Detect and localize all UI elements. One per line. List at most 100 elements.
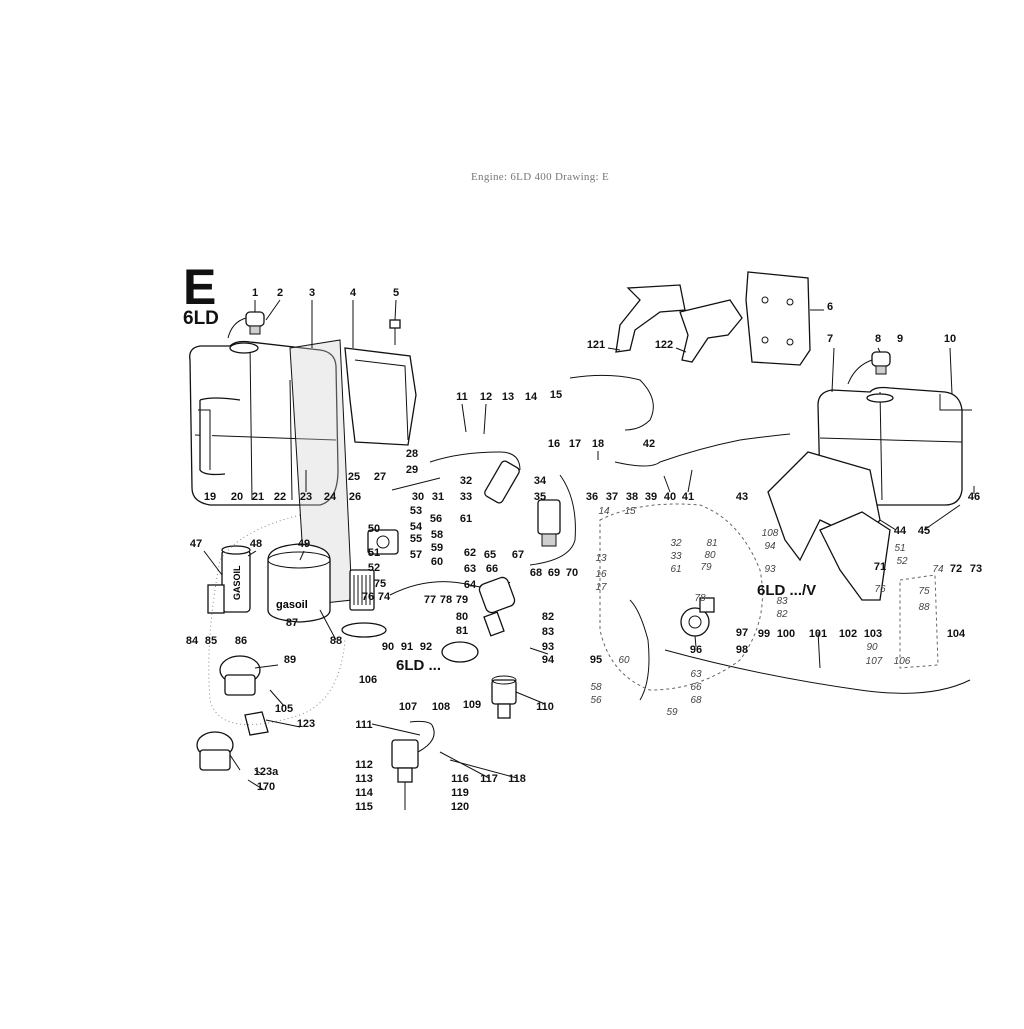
valve-96 bbox=[680, 597, 715, 637]
callout-88: 88 bbox=[330, 635, 342, 647]
leader-line-41 bbox=[687, 469, 693, 493]
fuel-hose-36 bbox=[529, 474, 576, 566]
ghost-callout-15: 15 bbox=[624, 506, 636, 517]
callout-101: 101 bbox=[809, 628, 827, 640]
leader-line-123a bbox=[254, 769, 265, 776]
leader-line-118 bbox=[449, 759, 518, 779]
callout-40: 40 bbox=[664, 491, 676, 503]
callout-57: 57 bbox=[410, 549, 422, 561]
callout-1: 1 bbox=[252, 287, 258, 299]
feed-pump-86-upper bbox=[219, 655, 279, 696]
ghost-callout-79: 79 bbox=[700, 562, 712, 573]
bracket-121 bbox=[615, 284, 686, 353]
filter-label-gasoil-canister: gasoil bbox=[276, 599, 308, 611]
callout-32: 32 bbox=[460, 475, 472, 487]
callout-35: 35 bbox=[534, 491, 546, 503]
leader-line-94 bbox=[529, 647, 549, 655]
callout-4: 4 bbox=[350, 287, 357, 299]
callout-51: 51 bbox=[368, 547, 380, 559]
ghost-callout-75: 75 bbox=[918, 586, 930, 597]
callout-65: 65 bbox=[484, 549, 496, 561]
fuel-hose-31 bbox=[429, 451, 521, 471]
callout-123: 123 bbox=[297, 718, 315, 730]
callout-114: 114 bbox=[355, 787, 374, 799]
ghost-callout-33: 33 bbox=[670, 551, 682, 562]
callout-86: 86 bbox=[235, 635, 247, 647]
ghost-callout-82: 82 bbox=[776, 609, 788, 620]
callout-43: 43 bbox=[736, 491, 748, 503]
callout-103: 103 bbox=[864, 628, 882, 640]
callout-27: 27 bbox=[374, 471, 386, 483]
callout-67: 67 bbox=[512, 549, 524, 561]
variant-label-right: 6LD .../V bbox=[757, 582, 817, 599]
callout-60: 60 bbox=[431, 556, 443, 568]
ghost-callout-59: 59 bbox=[666, 707, 678, 718]
ghost-callout-51: 51 bbox=[894, 543, 905, 554]
leader-line-12 bbox=[483, 403, 487, 435]
callout-54: 54 bbox=[410, 521, 423, 533]
ghost-callout-52: 52 bbox=[896, 556, 908, 567]
callout-34: 34 bbox=[534, 475, 547, 487]
fuel-pump-34 bbox=[537, 499, 561, 547]
callout-84: 84 bbox=[186, 635, 199, 647]
callout-123a: 123a bbox=[254, 766, 279, 778]
callout-38: 38 bbox=[626, 491, 638, 503]
leader-line-123 bbox=[265, 719, 301, 728]
callout-46: 46 bbox=[968, 491, 980, 503]
ghost-callout-58: 58 bbox=[590, 682, 602, 693]
ghost-callout-32: 32 bbox=[670, 538, 682, 549]
filter-element-76 bbox=[349, 569, 375, 611]
ghost-callout-93: 93 bbox=[764, 564, 776, 575]
callout-98: 98 bbox=[736, 644, 748, 656]
injector-32 bbox=[484, 460, 520, 504]
leader-line-49 bbox=[299, 550, 305, 561]
filter-label-gasoil-cartridge: GASOIL bbox=[232, 565, 242, 600]
callout-108: 108 bbox=[432, 701, 450, 713]
gasket-123 bbox=[244, 711, 269, 736]
bracket-4 bbox=[344, 347, 417, 446]
callout-90: 90 bbox=[382, 641, 394, 653]
callout-94: 94 bbox=[542, 654, 555, 666]
fuel-hose-42 bbox=[569, 374, 654, 431]
ghost-callout-78: 78 bbox=[694, 593, 706, 604]
ghost-callout-74: 74 bbox=[932, 564, 944, 575]
engine-outline-ghost bbox=[599, 503, 763, 691]
callout-18: 18 bbox=[592, 438, 604, 450]
callout-61: 61 bbox=[460, 513, 472, 525]
ghost-callout-76: 76 bbox=[874, 584, 886, 595]
variant-label-center: 6LD ... bbox=[396, 657, 442, 674]
callout-5: 5 bbox=[393, 287, 399, 299]
fuel-line-30 bbox=[391, 477, 441, 491]
callout-15: 15 bbox=[550, 389, 562, 401]
bracket-ghost bbox=[899, 574, 939, 669]
leader-line-40 bbox=[663, 475, 671, 493]
ghost-callout-61: 61 bbox=[670, 564, 681, 575]
callout-58: 58 bbox=[431, 529, 443, 541]
o-ring-108 bbox=[441, 641, 479, 663]
callout-115: 115 bbox=[355, 801, 373, 813]
callout-14: 14 bbox=[525, 391, 538, 403]
section-letter: E bbox=[183, 259, 217, 315]
callout-12: 12 bbox=[480, 391, 492, 403]
filter-bowl-88 bbox=[341, 622, 387, 638]
callout-36: 36 bbox=[586, 491, 598, 503]
callout-45: 45 bbox=[918, 525, 930, 537]
callout-53: 53 bbox=[410, 505, 422, 517]
callout-107: 107 bbox=[399, 701, 417, 713]
ghost-callout-56: 56 bbox=[590, 695, 602, 706]
leader-line-45 bbox=[923, 504, 961, 531]
callout-66: 66 bbox=[486, 563, 498, 575]
callout-19: 19 bbox=[204, 491, 216, 503]
leader-line-170 bbox=[247, 779, 265, 791]
tank-cap-8 bbox=[847, 351, 891, 385]
callout-6: 6 bbox=[827, 301, 833, 313]
callout-13: 13 bbox=[502, 391, 514, 403]
solenoid-113 bbox=[391, 720, 435, 810]
callout-44: 44 bbox=[894, 525, 907, 537]
leader-line-105 bbox=[269, 689, 285, 707]
leader-line-2 bbox=[265, 299, 281, 321]
callout-120: 120 bbox=[451, 801, 469, 813]
leader-line-7 bbox=[831, 347, 835, 393]
